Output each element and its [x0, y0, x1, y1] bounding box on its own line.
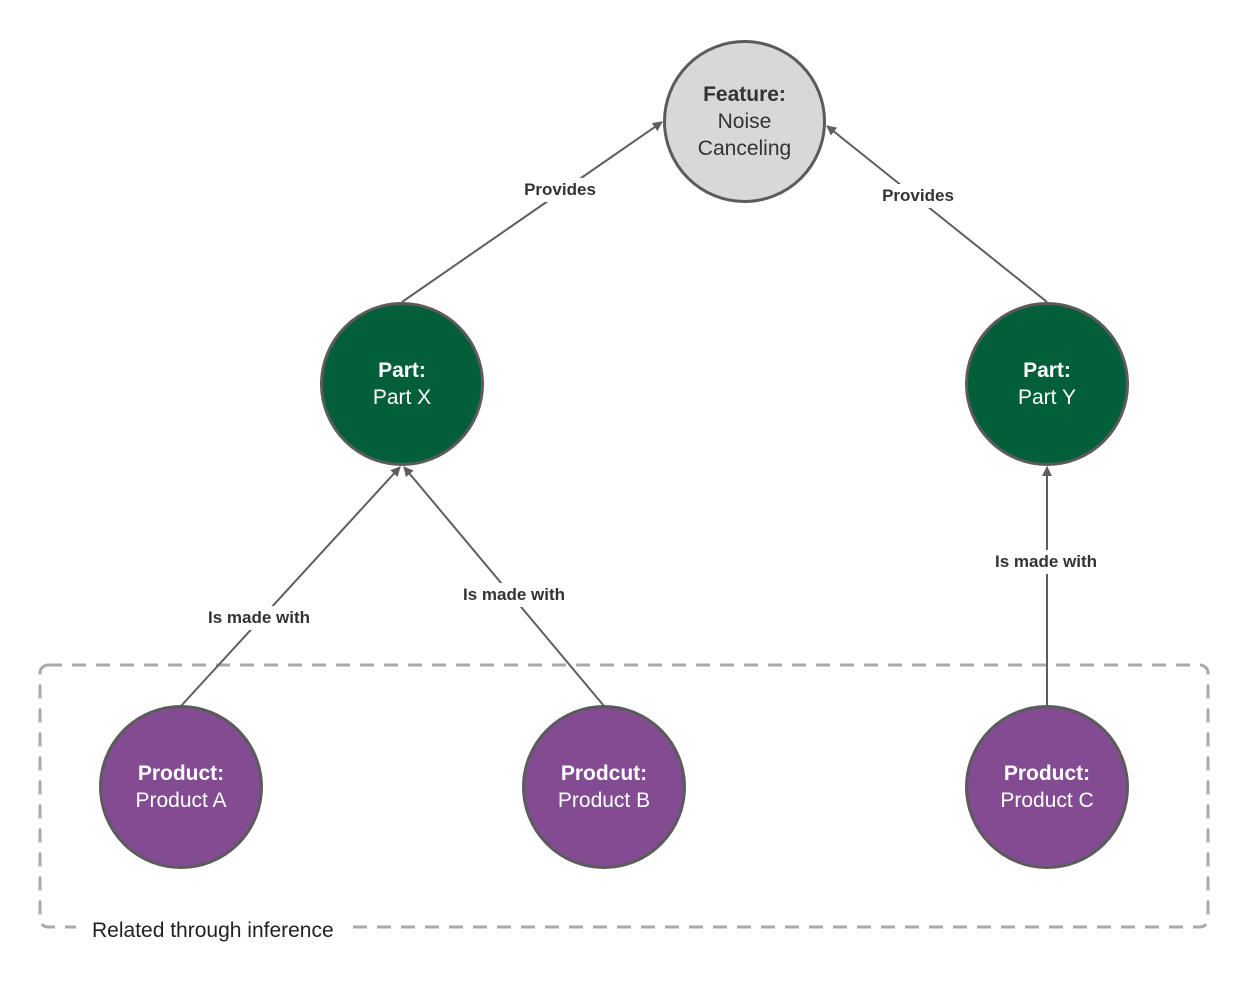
node-name: Part X [372, 386, 432, 409]
node-kind: Product: [1003, 762, 1091, 785]
node-name: Part Y [1018, 386, 1076, 409]
inference-group-border [38, 663, 1210, 929]
feature-node-noise-canceling: Feature: Noise Canceling [663, 40, 826, 203]
product-node-product-a: Product: Product A [99, 705, 263, 869]
node-name-line-1: Noise [717, 110, 772, 133]
edge-product-a-to-part-x [180, 466, 401, 707]
part-node-part-y: Part: Part Y [965, 302, 1129, 466]
inference-group-label: Related through inference [76, 906, 350, 956]
node-name: Product C [1000, 789, 1094, 812]
edge-label-part-y-provides: Provides [878, 184, 958, 208]
node-kind: Part: [378, 359, 426, 382]
node-name: Product B [557, 789, 651, 812]
edge-part-x-to-feature [401, 121, 663, 303]
product-node-product-c: Product: Product C [965, 705, 1129, 869]
node-name: Product A [135, 789, 227, 812]
node-kind: Prodcut: [560, 762, 648, 785]
edge-label-product-b-made-with: Is made with [458, 583, 570, 607]
edge-label-product-a-made-with: Is made with [203, 606, 315, 630]
edge-part-y-to-feature [826, 125, 1048, 303]
node-kind: Part: [1023, 359, 1071, 382]
node-name-line-2: Canceling [697, 137, 792, 160]
part-node-part-x: Part: Part X [320, 302, 484, 466]
node-kind: Product: [137, 762, 225, 785]
product-node-product-b: Prodcut: Product B [522, 705, 686, 869]
edge-label-part-x-provides: Provides [520, 178, 600, 202]
edge-label-product-c-made-with: Is made with [990, 550, 1102, 574]
node-kind: Feature: [703, 83, 786, 106]
